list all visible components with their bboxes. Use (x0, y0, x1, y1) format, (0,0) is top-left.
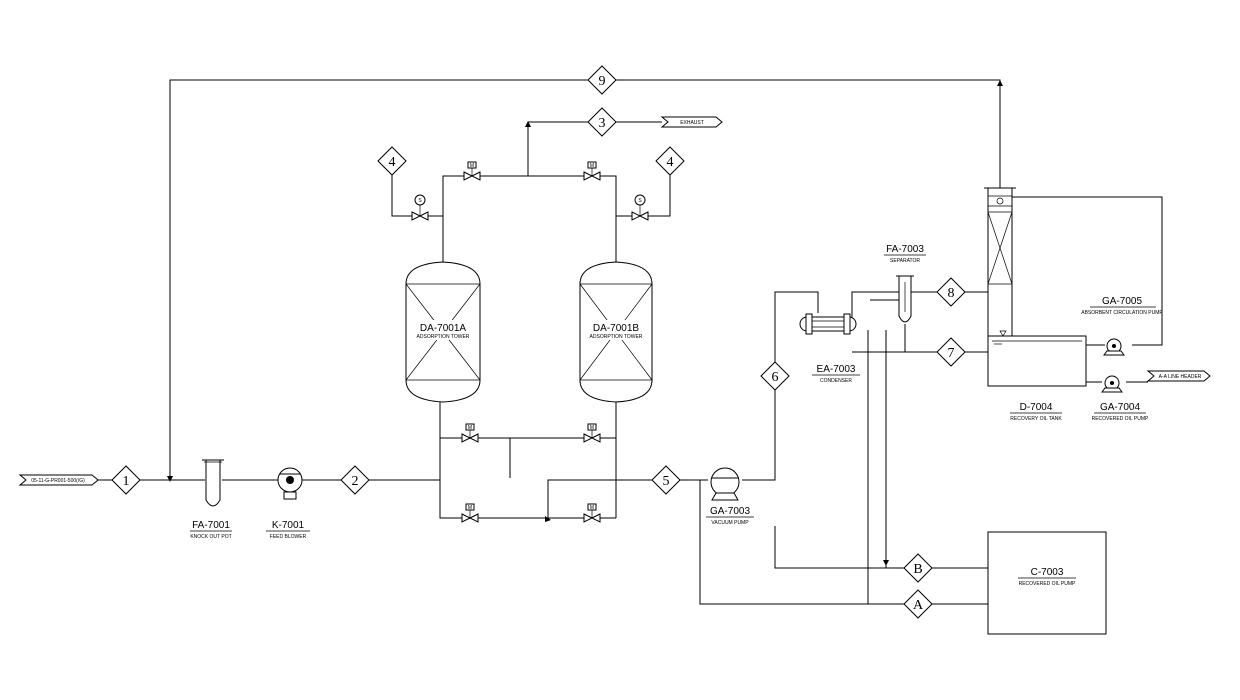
stream-3-label: 3 (599, 116, 606, 131)
stream-6-label: 6 (772, 370, 779, 385)
k7001-tag: K-7001 (272, 520, 305, 531)
stream-8-label: 8 (948, 286, 955, 301)
k7001-name: FEED BLOWER (270, 534, 307, 540)
c7003-name: RECOVERED OIL PUMP (1019, 581, 1076, 587)
valve-top-right: M (583, 161, 601, 181)
d7004-name: RECOVERY OIL TANK (1010, 416, 1062, 422)
valve-actuator-label: M (590, 163, 594, 169)
stream-8-marker: 8 (936, 277, 966, 307)
stream-4b-label: 4 (667, 155, 674, 170)
da7001a-tag: DA-7001A (420, 323, 466, 334)
valve-bottom-1: M (461, 423, 479, 443)
fa7001-name: KNOCK OUT POT (190, 534, 231, 540)
absorber-column (984, 187, 1016, 337)
fa7003-name: SEPARATOR (890, 258, 920, 264)
stream-7-label: 7 (948, 346, 955, 361)
control-valves: M M S S M (411, 161, 649, 523)
ga7005-name: ABSORBENT CIRCULATION PUMP (1081, 310, 1163, 316)
valve-top-left: M (463, 161, 481, 181)
feed-blower-k7001: K-7001 FEED BLOWER (266, 467, 310, 540)
stream-B-label: B (913, 562, 922, 577)
ga7003-name: VACUUM PUMP (711, 520, 749, 526)
stream-6-marker: 6 (760, 361, 790, 391)
adsorption-tower-da7001a: DA-7001A ADSORPTION TOWER (405, 252, 481, 403)
inlet-connector-label: 05-11-G-PR001-500(/G) (31, 478, 85, 484)
stream-1-label: 1 (123, 474, 130, 489)
vacuum-pump-ga7003: GA-7003 VACUUM PUMP (706, 467, 754, 526)
stream-B-marker: B (903, 553, 933, 583)
da7001a-name: ADSORPTION TOWER (417, 334, 470, 340)
da7001b-tag: DA-7001B (593, 323, 639, 334)
fa7003-tag: FA-7003 (886, 244, 924, 255)
fa7001-tag: FA-7001 (192, 520, 230, 531)
stream-3-marker: 3 (587, 107, 617, 137)
da7001b-name: ADSORPTION TOWER (590, 334, 643, 340)
ga7003-tag: GA-7003 (710, 506, 750, 517)
stream-2-marker: 2 (340, 465, 370, 495)
valve-actuator-label: M (468, 425, 472, 431)
outlet-connector-label: A-A LINE HEADER (1159, 374, 1202, 380)
package-unit-c7003: C-7003 RECOVERED OIL PUMP (987, 531, 1107, 635)
valve-actuator-label: S (638, 198, 642, 204)
valve-bottom-3: M (461, 503, 479, 523)
recovery-oil-tank-d7004: D-7004 RECOVERY OIL TANK (987, 188, 1087, 422)
valve-purge-right: S (631, 194, 649, 221)
separator-fa7003: FA-7003 SEPARATOR (884, 244, 926, 323)
inlet-offpage-connector: 05-11-G-PR001-500(/G) (18, 474, 99, 486)
valve-actuator-label: M (590, 505, 594, 511)
stream-A-label: A (913, 598, 924, 613)
valve-bottom-4: M (583, 503, 601, 523)
stream-2-label: 2 (352, 474, 359, 489)
stream-5-label: 5 (663, 474, 670, 489)
stream-9-marker: 9 (587, 65, 617, 95)
stream-7-marker: 7 (936, 337, 966, 367)
d7004-tag: D-7004 (1020, 402, 1053, 413)
stream-1-marker: 1 (111, 465, 141, 495)
adsorption-tower-da7001b: DA-7001B ADSORPTION TOWER (579, 252, 653, 403)
stream-5-marker: 5 (651, 465, 681, 495)
stream-4b-marker: 4 (655, 146, 685, 176)
valve-actuator-label: S (418, 198, 422, 204)
ga7004-tag: GA-7004 (1100, 402, 1140, 413)
stream-A-marker: A (903, 589, 933, 619)
stream-4a-marker: 4 (377, 146, 407, 176)
condenser-ea7003: EA-7003 CONDENSER (799, 313, 860, 384)
c7003-tag: C-7003 (1031, 567, 1064, 578)
ea7003-name: CONDENSER (820, 378, 852, 384)
stream-4a-label: 4 (389, 155, 396, 170)
valve-actuator-label: M (470, 163, 474, 169)
recovered-oil-pump-ga7004: GA-7004 RECOVERED OIL PUMP (1092, 375, 1149, 422)
ga7005-tag: GA-7005 (1102, 296, 1142, 307)
valve-actuator-label: M (468, 505, 472, 511)
valve-actuator-label: M (590, 425, 594, 431)
exhaust-connector-label: EXHAUST (680, 120, 704, 126)
knock-out-pot-fa7001: FA-7001 KNOCK OUT POT (190, 459, 232, 540)
circulation-pump-ga7005: GA-7005 ABSORBENT CIRCULATION PUMP (1081, 296, 1163, 356)
ea7003-tag: EA-7003 (817, 364, 856, 375)
stream-markers: 1 2 3 4 4 5 6 7 (111, 65, 966, 619)
valve-purge-left: S (411, 194, 429, 221)
ga7004-name: RECOVERED OIL PUMP (1092, 416, 1149, 422)
outlet-offpage-connector: A-A LINE HEADER (1146, 370, 1211, 382)
exhaust-offpage-connector: EXHAUST (660, 116, 723, 128)
stream-9-label: 9 (599, 74, 606, 89)
valve-bottom-2: M (583, 423, 601, 443)
